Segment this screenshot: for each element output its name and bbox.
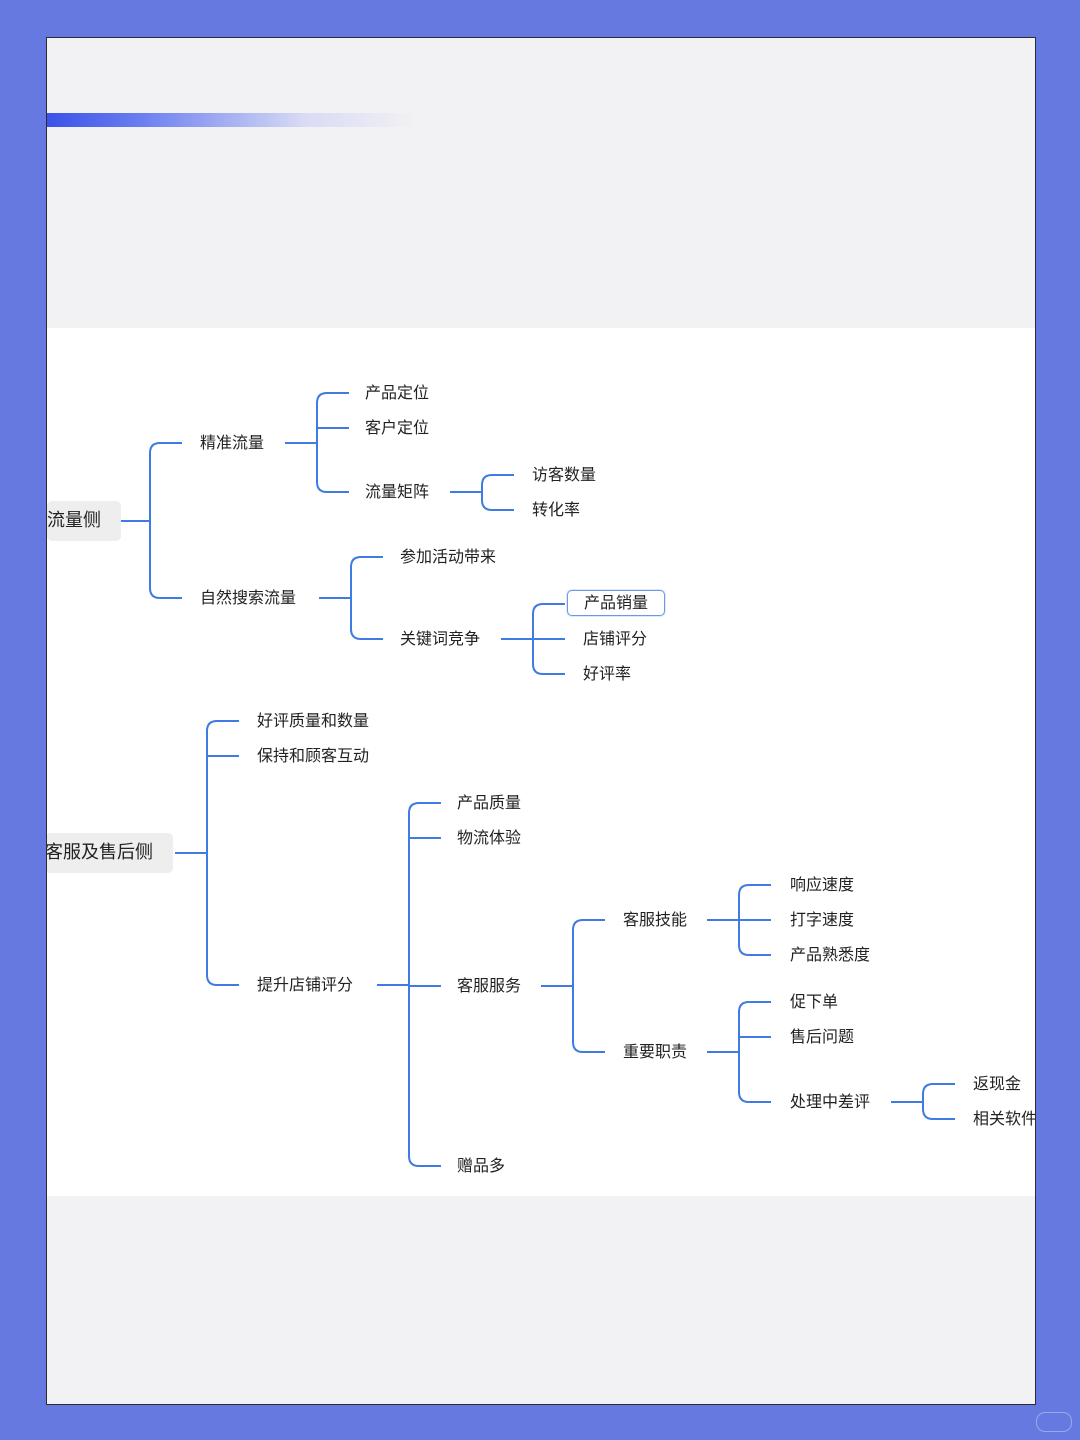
connector-branch-precise-2	[316, 481, 349, 493]
connector-branch-keyword-2	[532, 663, 565, 675]
slide-frame: 流量侧 精准流量 产品定位 客户定位 流量矩阵 访客数量 转化率 自然搜索流量 …	[46, 37, 1036, 1405]
watermark-badge	[1036, 1412, 1072, 1432]
node-traffic-matrix[interactable]: 流量矩阵	[365, 482, 430, 501]
connector-branch-skills-0	[738, 884, 771, 896]
mindmap-canvas: 流量侧 精准流量 产品定位 客户定位 流量矩阵 访客数量 转化率 自然搜索流量 …	[47, 328, 1035, 1196]
root-service-aftersale-side[interactable]: 客服及售后侧	[47, 833, 173, 873]
node-aftersale-issues[interactable]: 售后问题	[790, 1027, 855, 1046]
connector-branch-duties-2	[738, 1091, 771, 1103]
connector-branch-root-service-0	[206, 720, 239, 732]
node-natural-search-traffic[interactable]: 自然搜索流量	[200, 588, 297, 607]
connector-branch-precise-0	[316, 392, 349, 404]
node-keyword-competition[interactable]: 关键词竞争	[400, 629, 481, 648]
node-activity-traffic[interactable]: 参加活动带来	[400, 547, 497, 566]
node-customer-service[interactable]: 客服服务	[457, 976, 522, 995]
node-handle-negative-reviews[interactable]: 处理中差评	[790, 1092, 871, 1111]
node-key-duties[interactable]: 重要职责	[623, 1042, 688, 1061]
connector-branch-keyword-0	[532, 603, 565, 615]
node-product-sales-selected[interactable]: 产品销量	[567, 590, 666, 616]
connector-branch-mid-review-1	[922, 1108, 955, 1120]
connector-branch-natural-0	[350, 556, 383, 568]
root-traffic-side[interactable]: 流量侧	[47, 501, 121, 541]
connector-lines	[117, 392, 955, 1167]
node-improve-store-score[interactable]: 提升店铺评分	[257, 975, 354, 994]
connector-branch-improve-0	[408, 802, 441, 814]
node-logistics-experience[interactable]: 物流体验	[457, 828, 522, 847]
connector-branch-matrix-0	[481, 474, 514, 486]
connector-branch-cs-service-1	[572, 1041, 605, 1053]
node-customer-positioning[interactable]: 客户定位	[365, 418, 430, 437]
connector-branch-duties-0	[738, 1001, 771, 1013]
connector-branch-mid-review-0	[922, 1083, 955, 1095]
node-product-familiarity[interactable]: 产品熟悉度	[790, 945, 871, 964]
connector-branch-matrix-1	[481, 499, 514, 511]
node-conversion-rate[interactable]: 转化率	[532, 500, 581, 519]
node-store-score[interactable]: 店铺评分	[583, 629, 648, 648]
node-customer-interaction[interactable]: 保持和顾客互动	[257, 746, 370, 765]
node-cashback[interactable]: 返现金	[973, 1074, 1022, 1093]
node-cs-skills[interactable]: 客服技能	[623, 910, 688, 929]
node-precise-traffic[interactable]: 精准流量	[200, 433, 265, 452]
node-product-positioning[interactable]: 产品定位	[365, 383, 430, 402]
connector-branch-natural-1	[350, 628, 383, 640]
node-visitor-count[interactable]: 访客数量	[532, 465, 597, 484]
connector-branch-improve-3	[408, 1155, 441, 1167]
node-promote-order[interactable]: 促下单	[790, 992, 839, 1011]
node-product-quality[interactable]: 产品质量	[457, 793, 522, 812]
connector-branch-skills-2	[738, 944, 771, 956]
connector-branch-cs-service-0	[572, 919, 605, 931]
node-review-quality-quantity[interactable]: 好评质量和数量	[257, 711, 370, 730]
accent-stripe	[47, 113, 417, 127]
node-typing-speed[interactable]: 打字速度	[790, 910, 855, 929]
node-response-speed[interactable]: 响应速度	[790, 875, 855, 894]
connector-branch-root-traffic-0	[149, 442, 182, 454]
node-related-software[interactable]: 相关软件	[973, 1109, 1035, 1128]
connector-branch-root-traffic-1	[149, 587, 182, 599]
node-positive-review-rate[interactable]: 好评率	[583, 664, 632, 683]
node-more-gifts[interactable]: 赠品多	[457, 1156, 506, 1175]
connector-branch-root-service-2	[206, 974, 239, 986]
